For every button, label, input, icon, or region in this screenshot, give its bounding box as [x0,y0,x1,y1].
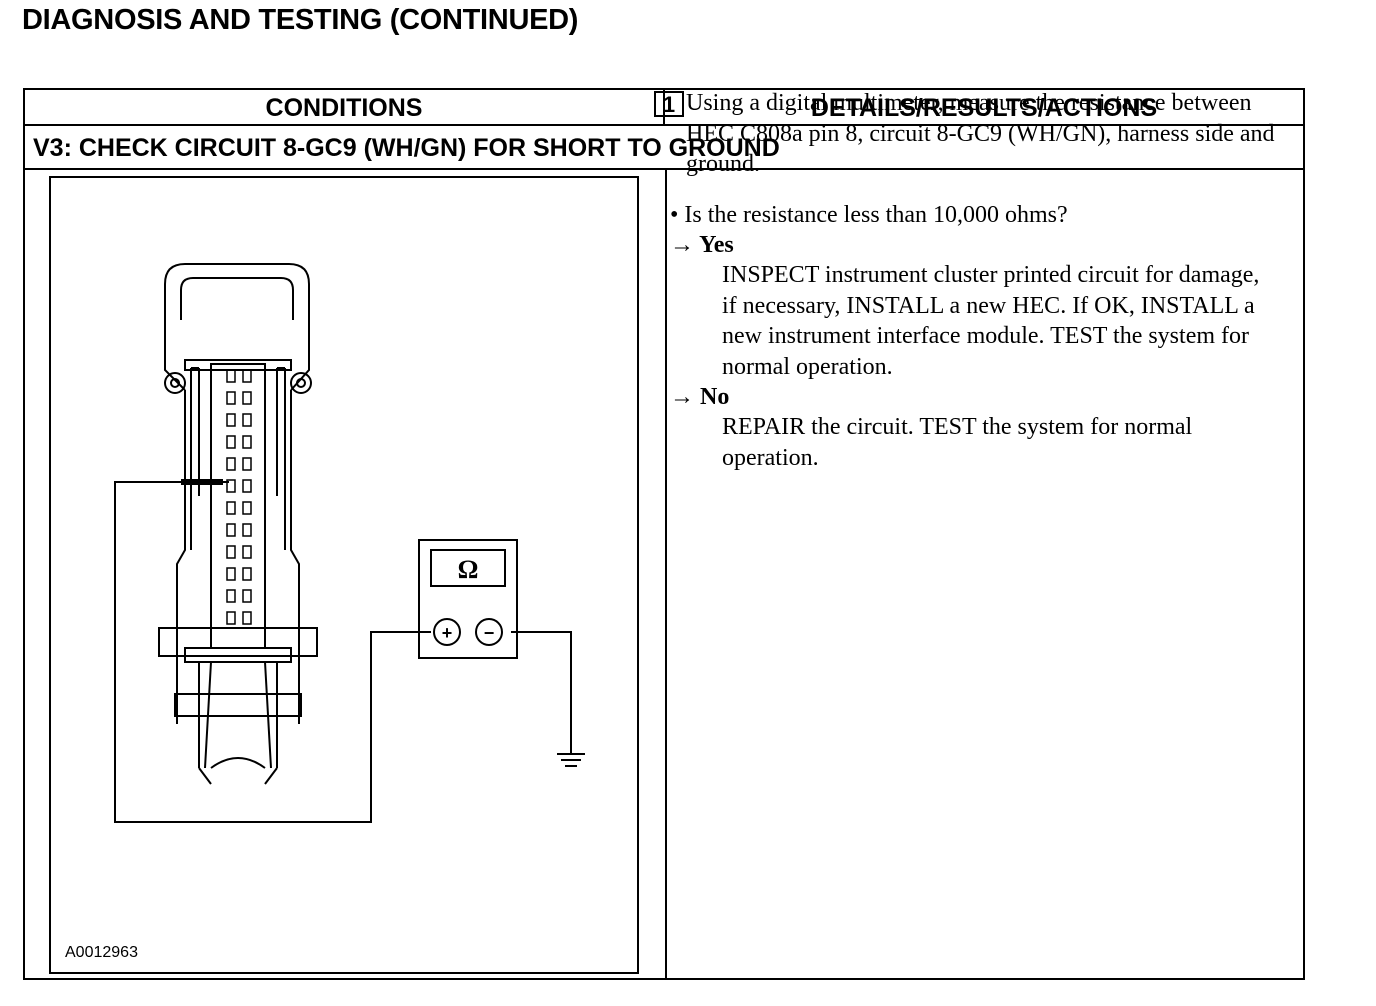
step-instruction: Using a digital multimeter, measure the … [686,90,1275,177]
multimeter-icon [418,539,518,659]
connector-icon [158,263,318,785]
yes-action: INSPECT instrument cluster printed circu… [722,262,1260,380]
connector-meter-diagram: Ω + − [114,263,585,823]
test-leads [114,481,572,823]
step-title: V3: CHECK CIRCUIT 8-GC9 (WH/GN) FOR SHOR… [25,126,1303,170]
wiring-figure: Ω + − A0012963 [49,176,639,974]
ground-icon [557,753,585,767]
step-question: • Is the resistance less than 10,000 ohm… [670,202,1068,228]
column-divider [665,170,667,978]
no-action: REPAIR the circuit. TEST the system for … [722,414,1193,471]
details-header: DETAILS/RESULTS/ACTIONS [810,94,1158,122]
minus-terminal-label: − [484,623,495,643]
conditions-header: CONDITIONS [25,90,665,124]
ohm-symbol: Ω [458,555,479,584]
diagnostic-table: CONDITIONS DETAILS/RESULTS/ACTIONS V3: C… [23,88,1305,980]
yes-label: → Yes [670,232,734,258]
no-label: → No [670,384,730,410]
figure-id: A0012963 [65,944,138,961]
table-header-row: CONDITIONS DETAILS/RESULTS/ACTIONS [25,90,1303,126]
pin-cavities [226,369,252,625]
plus-terminal-label: + [442,623,453,643]
step-number-badge: 1 [654,91,684,117]
page-title: DIAGNOSIS AND TESTING (CONTINUED) [22,4,579,36]
